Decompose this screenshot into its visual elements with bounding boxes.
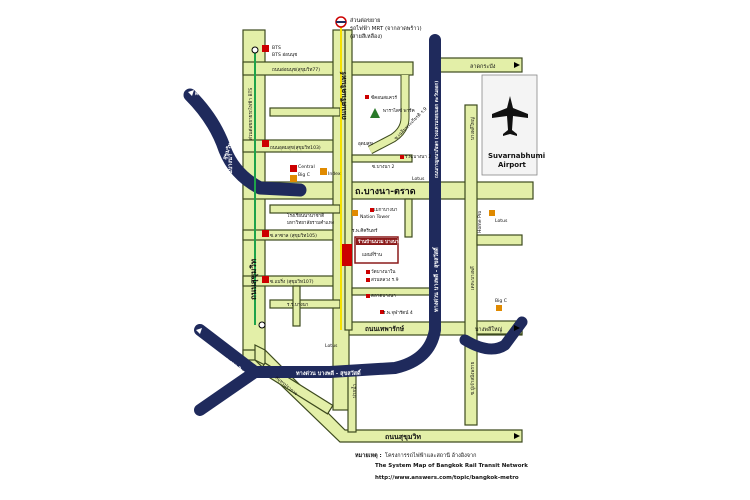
expressways xyxy=(183,34,528,416)
label-home-pro: Home Pro xyxy=(477,210,483,233)
label-right-vertical-top: บางพลีใหญ่ xyxy=(469,117,476,140)
label-mrt-line1: ส่วนต่อขยาย xyxy=(350,17,380,24)
label-soi-lasalle: ซ.ลาซาล (สุขุมวิท105) xyxy=(270,233,317,239)
footer-note-label: หมายเหตุ : xyxy=(355,452,382,459)
road-vertical-small-2 xyxy=(404,198,413,238)
footer-note-text: โครงการรถไฟฟ้าและสถานี อ้างอิงจาก xyxy=(385,451,476,459)
road-onnut xyxy=(242,61,414,76)
map-footer: หมายเหตุ : โครงการรถไฟฟ้าและสถานี อ้างอิ… xyxy=(355,451,528,481)
label-sukhumvit-vertical: ถนนสุขุมวิท xyxy=(249,259,259,300)
label-soi-udomsuk: ถนนอุดมสุข(สุขุมวิท103) xyxy=(270,145,321,151)
road-vertical-pakna xyxy=(347,371,357,433)
label-bigc-1: Big C xyxy=(298,172,310,178)
airport-box xyxy=(481,74,538,176)
label-bangpli: บางพลีใหญ่ xyxy=(475,326,503,333)
road-homepro xyxy=(476,234,523,246)
label-srinakarin: ถนนศรีนครินทร์ xyxy=(339,71,348,120)
label-central: Central xyxy=(298,164,315,170)
label-soi-bangna: ซ.บางนา 2 xyxy=(372,164,394,170)
expressway-bangna xyxy=(183,88,307,197)
label-expressway-bottom: ทางด่วน บางพลี - สุขสวัสดิ์ xyxy=(296,369,362,377)
bts-stations xyxy=(251,45,269,329)
label-seacon: ซีคอนสแควร์ xyxy=(371,94,398,101)
label-pak-nam: ปากน้ำ xyxy=(351,384,358,398)
road-soi-udom-left xyxy=(269,107,341,117)
label-hospital-1: ร.พ.ศิครินทร์ xyxy=(352,227,378,234)
destination-box xyxy=(342,236,399,266)
label-destination-sub: แผนที่ร้าน xyxy=(362,251,383,258)
label-market: ตลาดบางนา xyxy=(371,294,396,299)
label-kanchanaphisek: ถนนกาญจนาภิเษก (วงแหวนรอบนอก ตะวันออก) xyxy=(433,81,440,178)
road-soi-lower-left xyxy=(269,204,341,214)
label-bts-extension: ส่วนต่อขยายรถไฟฟ้า BTS xyxy=(247,88,254,140)
label-lotus-3: Lotus xyxy=(325,343,338,349)
label-mrt-line3: (สายสีเหลือง) xyxy=(350,33,382,40)
airplane-icon xyxy=(492,96,528,136)
label-destination-name: ร้านบ้านนวม บางนา xyxy=(358,238,399,245)
label-mega-bangna: เมกาบางนา xyxy=(374,208,398,213)
label-bigc-2: Big C xyxy=(495,298,507,304)
label-lotus-1: Lotus xyxy=(412,176,425,182)
direction-arrows xyxy=(188,62,520,439)
label-soi-theparak-side: ซ.ปู่เจ้าสมิงพราย xyxy=(470,362,476,395)
label-top-left-sign: ดินแดง xyxy=(195,90,210,97)
label-paradise: พาราไดซ์ พาร์ค xyxy=(383,107,415,114)
label-school-1: โรงเรียนนานาชาติ xyxy=(287,212,324,219)
poi-markers xyxy=(290,95,502,314)
road-soi-right-bangna xyxy=(351,154,413,163)
label-kheha: เคหะบางพลี xyxy=(469,266,476,290)
label-school-2: มหาวิทยาลัยรามคำแหง xyxy=(287,219,334,226)
label-lotus-2: Lotus xyxy=(495,218,508,224)
label-nation-tower: Nation Tower xyxy=(360,214,390,220)
expressway-kanchanaphisek xyxy=(324,34,441,378)
label-udomsuk-poi: อุดมสุข xyxy=(358,141,373,147)
label-airport-1: Suvarnabhumi xyxy=(488,152,545,160)
label-mrt-line2: รถไฟฟ้า MRT (จากลาดพร้าว) xyxy=(350,25,422,32)
footer-source-title: The System Map of Bangkok Rail Transit N… xyxy=(375,463,528,469)
label-index: Index xyxy=(328,171,341,177)
label-soi-bearing: ซ.แบริ่ง (สุขุมวิท107) xyxy=(270,278,314,285)
label-sukhumvit-bottom: ถนนสุขุมวิท xyxy=(385,433,421,441)
label-bts: BTS xyxy=(272,45,281,51)
label-lat-krabang: ลาดกระบัง xyxy=(470,63,496,70)
label-hospital-3: ร.พ.จุฬารัตน์ 4 xyxy=(383,309,413,316)
label-bangna-trad: ถ.บางนา-ตราด xyxy=(355,187,416,197)
label-park: สวนหลวง ร.9 xyxy=(371,277,399,283)
expressway-bottom-diag xyxy=(194,366,261,416)
label-bts-onnut: BTS อ่อนนุช xyxy=(272,52,297,58)
label-wat: วัดบางนาใน xyxy=(371,268,396,275)
mrt-symbol xyxy=(335,16,347,28)
label-school-3: ร.ร.บางนา xyxy=(287,302,309,308)
label-bangna-expressway: ทางด่วนบางนา xyxy=(227,154,234,190)
label-airport-2: Airport xyxy=(498,161,527,169)
label-hospital-2: ร.พ.บางนา 2 xyxy=(405,154,431,160)
label-theparak: ถนนเทพารักษ์ xyxy=(365,325,405,333)
road-srinakarin-parallel xyxy=(344,29,353,331)
road-bangna-trad xyxy=(242,181,534,200)
expressway-right-curve xyxy=(459,316,528,355)
footer-source-url: http://www.answers.com/topic/bangkok-met… xyxy=(375,475,519,481)
label-expressway-vertical: ทางด่วน บางพลี - สุขสวัสดิ์ xyxy=(432,246,440,312)
label-soi-onnut: ถนนอ่อนนุช(สุขุมวิท77) xyxy=(272,67,320,73)
road-vertical-small xyxy=(292,285,301,327)
